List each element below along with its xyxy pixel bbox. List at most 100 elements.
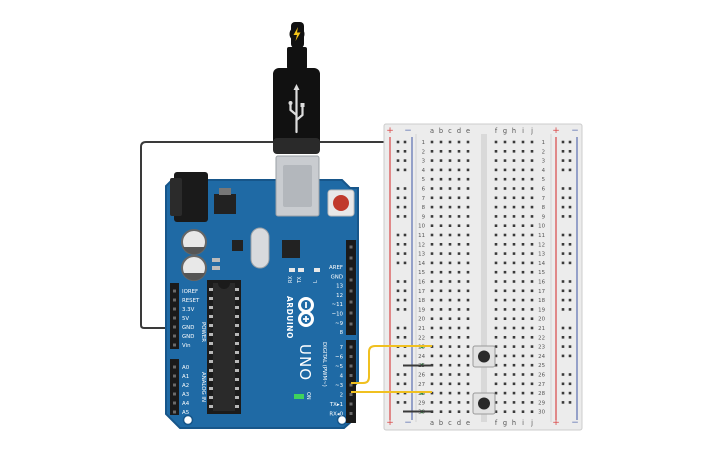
row-number: 28 — [418, 391, 425, 397]
row-number: 8 — [422, 205, 426, 211]
breadboard-hole — [503, 345, 507, 348]
breadboard-hole — [466, 363, 470, 367]
header-pin — [349, 278, 353, 282]
breadboard-hole — [466, 224, 470, 227]
breadboard-hole — [512, 270, 516, 274]
signal-wire-pin3[interactable] — [351, 345, 432, 384]
breadboard-hole — [494, 410, 498, 413]
breadboard-hole — [530, 401, 534, 404]
pin-label: ~5 — [335, 364, 343, 370]
breadboard-hole — [457, 391, 461, 395]
rail-hole — [403, 140, 407, 144]
column-letter: d — [457, 419, 461, 427]
breadboard-hole — [512, 215, 516, 218]
row-number: 24 — [418, 354, 425, 360]
pin-label: 5V — [182, 316, 189, 322]
column-letter: e — [466, 127, 470, 135]
header-pin — [173, 392, 176, 396]
capacitor-mark — [183, 273, 205, 281]
breadboard-hole — [494, 391, 498, 395]
breadboard-center-channel — [481, 134, 487, 422]
row-number: 29 — [538, 400, 545, 406]
usb-trident-square — [300, 103, 305, 107]
rail-hole — [568, 140, 572, 144]
pin-label: RX◂0 — [329, 412, 343, 418]
breadboard-hole — [448, 410, 452, 413]
breadboard-hole — [439, 289, 443, 293]
pin-label: A0 — [182, 365, 190, 371]
rail-hole — [568, 345, 572, 348]
breadboard-hole — [439, 159, 443, 162]
row-number: 14 — [418, 261, 425, 267]
header-pin — [349, 383, 353, 387]
rail-hole — [403, 373, 407, 376]
breadboard-hole — [457, 401, 461, 404]
uno-model-text: UNO — [296, 344, 314, 381]
breadboard-hole — [448, 373, 452, 376]
breadboard-hole — [439, 150, 443, 153]
rail-hole — [561, 187, 565, 190]
breadboard-hole — [503, 336, 507, 339]
breadboard-hole — [521, 168, 525, 172]
small-ic — [232, 240, 243, 251]
column-letter: d — [457, 127, 461, 135]
arduino-uno-board[interactable]: RX TX L ARDUINO UNO ON IOREFRESET3.3V5VG… — [165, 155, 359, 429]
breadboard-hole — [430, 187, 434, 190]
breadboard-hole — [530, 224, 534, 227]
gnd-wire[interactable] — [140, 141, 415, 329]
column-letter: c — [448, 419, 452, 427]
rail-hole — [568, 159, 572, 162]
column-letter: g — [503, 127, 507, 135]
row-number: 6 — [542, 187, 546, 193]
breadboard-hole — [457, 196, 461, 200]
breadboard-hole — [530, 363, 534, 367]
breadboard-hole — [439, 177, 443, 181]
rail-sign: − — [571, 418, 579, 428]
pushbutton-2[interactable] — [472, 392, 496, 415]
rail-hole — [561, 168, 565, 172]
pushbutton-1[interactable] — [472, 345, 496, 368]
row-number: 5 — [542, 177, 545, 183]
breadboard-hole — [521, 187, 525, 190]
breadboard-hole — [430, 317, 434, 320]
chip-pin — [235, 351, 239, 354]
chip-pin — [209, 369, 213, 372]
rail-hole — [568, 308, 572, 311]
rail-hole — [403, 391, 407, 395]
breadboard-hole — [430, 336, 434, 339]
breadboard-hole — [512, 261, 516, 265]
row-number: 5 — [422, 177, 425, 183]
column-letter: a — [430, 419, 434, 427]
rail-hole — [568, 401, 572, 404]
breadboard-hole — [521, 270, 525, 274]
header-pin — [349, 345, 353, 349]
reset-button[interactable] — [333, 195, 349, 211]
breadboard-hole — [457, 168, 461, 172]
pushbutton-2-cap — [478, 397, 490, 410]
chip-pin — [209, 360, 213, 363]
breadboard-hole — [448, 177, 452, 181]
smd-part — [212, 258, 220, 262]
rx-led — [298, 268, 304, 272]
breadboard-hole — [503, 363, 507, 367]
usb-cable[interactable] — [273, 22, 320, 154]
breadboard-hole — [494, 205, 498, 209]
breadboard-hole — [430, 261, 434, 265]
breadboard-hole — [503, 391, 507, 395]
row-number: 30 — [418, 410, 425, 416]
analog-header — [170, 359, 179, 415]
breadboard-hole — [512, 363, 516, 367]
breadboard-hole — [512, 233, 516, 237]
breadboard-hole — [439, 363, 443, 367]
breadboard-hole — [512, 280, 516, 283]
rail-hole — [568, 326, 572, 330]
chip-pin — [209, 405, 213, 408]
chip-pin — [235, 306, 239, 309]
row-number: 27 — [538, 382, 545, 388]
breadboard-hole — [430, 215, 434, 218]
rail-hole — [403, 196, 407, 200]
column-letter: i — [522, 419, 524, 427]
header-pin — [173, 383, 176, 387]
